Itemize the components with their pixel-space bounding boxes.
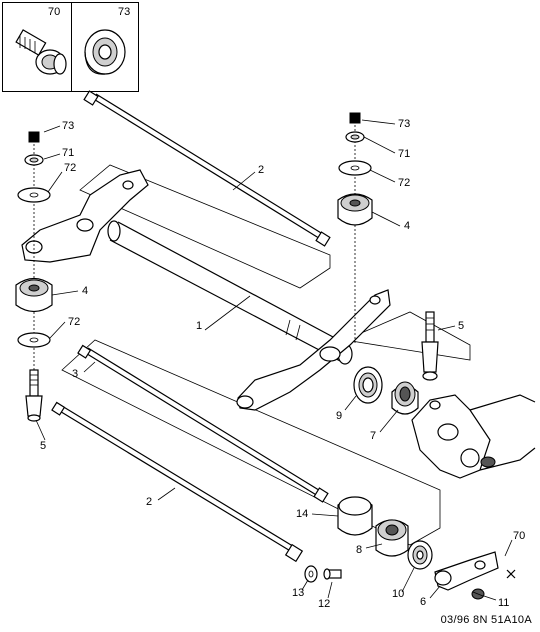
washer-13-screw-12: [304, 565, 342, 583]
callout-5-right: 5: [458, 320, 465, 332]
axle-tube: [107, 220, 353, 365]
callout-11: 11: [498, 597, 510, 609]
callout-7: 7: [370, 430, 377, 442]
document-reference: 03/96 8N 51A10A: [440, 614, 532, 626]
callout-73-left: 73: [62, 120, 75, 132]
callout-4-left: 4: [82, 285, 89, 297]
lower-bearing-8: [375, 519, 409, 557]
callout-72-right: 72: [398, 177, 411, 189]
upper-assembly-outline: [79, 164, 331, 289]
callout-4-right: 4: [404, 220, 411, 232]
anti-roll-bar: [77, 344, 329, 503]
callout-73-right: 73: [398, 118, 411, 130]
inset-label-73: 73: [118, 6, 131, 18]
left-trailing-arm: [21, 169, 149, 263]
callout-71-left: 71: [62, 147, 75, 159]
right-trailing-arm: [236, 289, 391, 411]
right-mount-stack: [337, 112, 373, 345]
leader-lines: [35, 119, 513, 601]
callout-13: 13: [292, 587, 305, 599]
callout-8: 8: [356, 544, 363, 556]
callout-10: 10: [392, 588, 405, 600]
inset-label-70: 70: [48, 6, 61, 18]
callout-1: 1: [196, 320, 203, 332]
callout-70: 70: [513, 530, 526, 542]
callout-72-left-bottom: 72: [68, 316, 81, 328]
callout-12: 12: [318, 598, 331, 610]
torsion-bar-bottom: [51, 401, 304, 563]
seal-10: [407, 540, 433, 570]
callout-2-bottom: 2: [146, 496, 153, 508]
callout-9: 9: [336, 410, 343, 422]
callout-6: 6: [420, 596, 427, 608]
stub-axle-hub: [411, 394, 536, 479]
upper-bearing-parts: [353, 366, 419, 415]
callout-72-left-top: 72: [64, 162, 77, 174]
callout-14: 14: [296, 508, 309, 520]
lower-assembly-outline: [61, 339, 441, 546]
inset-bolt-drawing: [15, 29, 67, 75]
inset-washer-drawing: [84, 29, 126, 75]
right-bolt: [421, 311, 439, 381]
callout-5-left: 5: [40, 440, 47, 452]
torsion-bar-top: [83, 90, 331, 247]
callout-71-right: 71: [398, 148, 411, 160]
screw-11: [471, 588, 485, 600]
callout-2-top: 2: [258, 164, 265, 176]
callout-3: 3: [72, 368, 79, 380]
sleeve-14: [337, 496, 373, 536]
left-mount-stack: [15, 131, 53, 422]
bracket-6: [434, 551, 516, 591]
